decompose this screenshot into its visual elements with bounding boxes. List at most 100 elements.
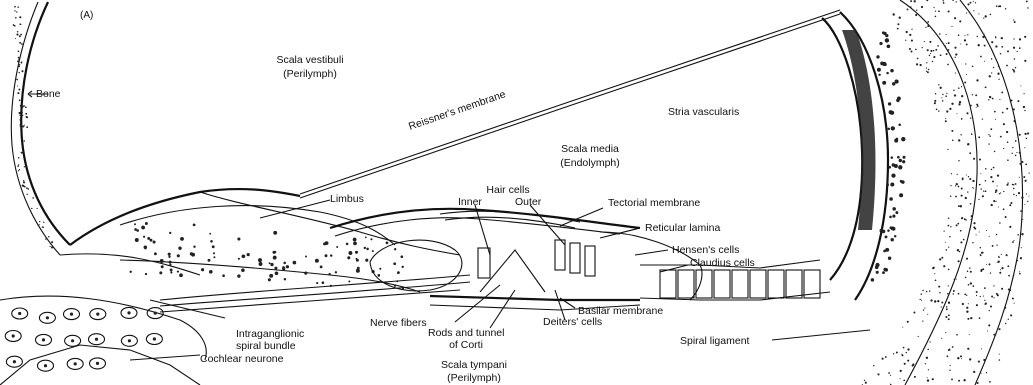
label-scala-media-fluid: (Endolymph)	[560, 157, 620, 169]
ligament-stipple	[950, 185, 951, 186]
bone-stipple	[19, 16, 21, 18]
ligament-stipple	[1009, 204, 1011, 206]
limbus-cell	[169, 264, 171, 266]
ligament-stipple	[1008, 319, 1009, 320]
ligament-stipple	[965, 219, 966, 220]
ligament-stipple	[937, 300, 939, 302]
ligament-stipple	[927, 21, 929, 23]
ligament-stipple	[911, 29, 912, 30]
ligament-stipple	[957, 174, 958, 175]
ligament-stipple	[984, 61, 985, 62]
ligament-stipple	[906, 31, 908, 33]
ligament-stipple	[951, 378, 953, 380]
ligament-stipple	[983, 296, 984, 297]
ligament-stipple	[968, 176, 969, 177]
ligament-stipple	[968, 284, 970, 286]
ligament-stipple	[927, 379, 929, 381]
ligament-stipple	[952, 0, 954, 1]
ligament-stipple	[893, 13, 895, 15]
ligament-stipple	[947, 355, 949, 357]
ligament-stipple	[955, 1, 956, 2]
limbus-cell	[259, 262, 263, 266]
claudius-cell	[678, 270, 694, 298]
limbus-cell	[325, 254, 328, 257]
bone-stipple	[18, 59, 19, 60]
limbus-cell	[129, 271, 131, 273]
bone-stipple	[18, 164, 19, 165]
ligament-stipple	[989, 135, 991, 137]
ligament-stipple	[937, 45, 939, 47]
ligament-stipple	[977, 36, 978, 37]
bone-stipple	[19, 35, 21, 37]
ligament-stipple	[989, 381, 991, 383]
ligament-stipple	[938, 110, 939, 111]
ligament-stipple	[907, 348, 909, 350]
limbus-cell	[353, 238, 357, 242]
ligament-stipple	[1024, 36, 1026, 38]
ligament-stipple	[975, 2, 976, 3]
ligament-stipple	[1005, 8, 1006, 9]
limbus-cell	[316, 282, 318, 284]
ligament-stipple	[956, 334, 958, 336]
ligament-stipple	[938, 286, 940, 288]
ligament-stipple	[997, 174, 999, 176]
limbus-cell	[191, 253, 195, 257]
bone-stipple	[48, 236, 50, 238]
neurone-nucleus	[42, 338, 45, 341]
ligament-stipple	[949, 108, 951, 110]
labels: (A) Bone Scala vestibuli (Perilymph) Rei…	[36, 10, 755, 384]
stria-vascularis-wall	[822, 12, 906, 300]
ligament-stipple	[865, 382, 867, 384]
ligament-stipple	[991, 58, 993, 60]
stria-cell	[879, 42, 882, 45]
bone-stipple	[21, 125, 23, 127]
ligament-stipple	[1019, 134, 1021, 136]
ligament-stipple	[1027, 132, 1029, 134]
stria-cell	[871, 278, 875, 282]
ligament-stipple	[948, 285, 949, 286]
limbus-cell	[305, 256, 307, 258]
ligament-stipple	[983, 34, 984, 35]
ligament-stipple	[928, 369, 929, 370]
ligament-stipple	[946, 110, 948, 112]
ligament-stipple	[1019, 47, 1021, 49]
ligament-stipple	[993, 67, 994, 68]
ligament-stipple	[930, 50, 932, 52]
ligament-stipple	[980, 173, 981, 174]
ligament-stipple	[916, 10, 917, 11]
ligament-stipple	[921, 293, 923, 295]
ligament-stipple	[1013, 108, 1015, 110]
stria-cell	[889, 110, 893, 114]
ligament-stipple	[941, 338, 942, 339]
ligament-stipple	[1013, 47, 1015, 49]
ligament-stipple	[995, 45, 997, 47]
ligament-stipple	[948, 217, 950, 219]
bone-stipple	[24, 186, 26, 188]
ligament-stipple	[993, 285, 994, 286]
limbus-cell	[315, 259, 319, 263]
ligament-stipple	[910, 6, 911, 7]
ligament-stipple	[999, 99, 1000, 100]
ligament-stipple	[909, 34, 911, 36]
limbus-cell	[402, 266, 404, 268]
ligament-stipple	[991, 204, 993, 206]
ligament-stipple	[972, 242, 973, 243]
ligament-stipple	[954, 94, 956, 96]
bone-stipple	[18, 66, 20, 68]
ligament-stipple	[1006, 131, 1008, 133]
ligament-stipple	[910, 50, 912, 52]
ligament-stipple	[893, 353, 894, 354]
ligament-stipple	[1013, 38, 1014, 39]
bone-stipple	[18, 170, 19, 171]
stria-cell	[897, 156, 900, 159]
ligament-stipple	[970, 2, 972, 4]
stria-cell	[902, 160, 905, 163]
ligament-stipple	[912, 363, 914, 365]
ligament-stipple	[1017, 51, 1018, 52]
ligament-stipple	[945, 316, 947, 318]
ligament-stipple	[990, 14, 992, 16]
ligament-stipple	[938, 84, 939, 85]
label-bone: Bone	[36, 88, 61, 100]
ligament-stipple	[1023, 93, 1024, 94]
ligament-stipple	[999, 193, 1000, 194]
